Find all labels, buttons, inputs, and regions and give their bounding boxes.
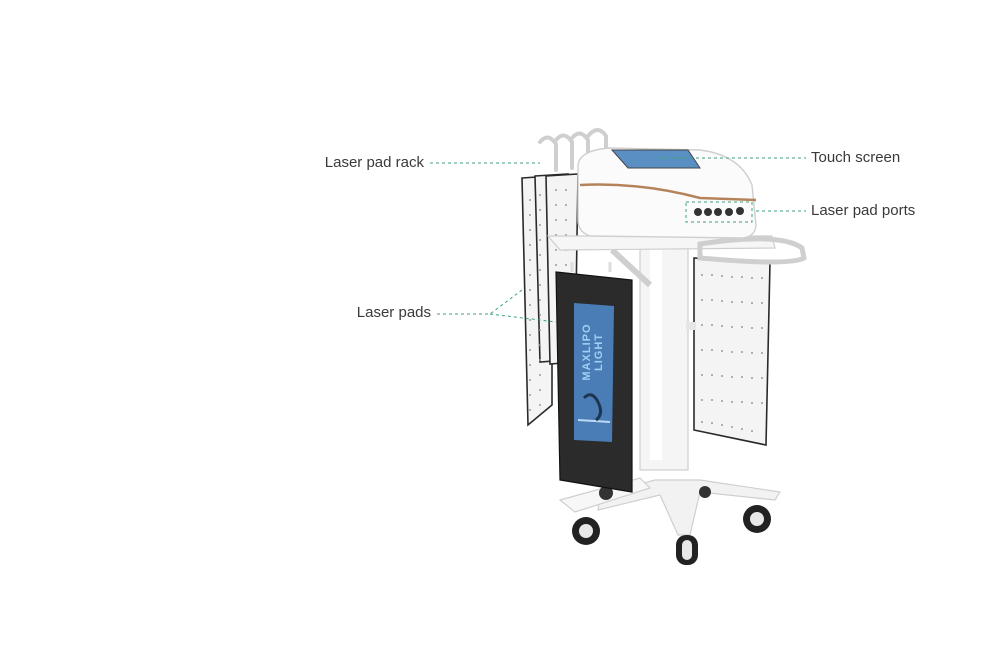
label-laser-pads: Laser pads [356, 304, 431, 321]
caster-wheels [572, 486, 771, 565]
leader-pads-1 [437, 289, 523, 315]
main-unit [577, 147, 757, 239]
touch-screen-display [610, 149, 701, 169]
right-laser-pad [693, 257, 771, 446]
label-laser-pad-ports: Laser pad ports [811, 202, 916, 219]
brand-line-2: LIGHT [593, 333, 605, 371]
laser-pad-ports [694, 207, 744, 216]
ports-highlight-box [685, 201, 753, 223]
brand-line-1: MAXLIPO [581, 323, 593, 381]
label-touch-screen: Touch screen [811, 149, 901, 166]
front-laser-pad [555, 262, 633, 493]
leader-pads-2 [489, 313, 557, 323]
leader-lines [430, 157, 806, 323]
laser-pad-rack [538, 128, 608, 172]
label-laser-pad-rack: Laser pad rack [324, 154, 424, 171]
device-brand-label: MAXLIPO LIGHT [581, 307, 605, 397]
